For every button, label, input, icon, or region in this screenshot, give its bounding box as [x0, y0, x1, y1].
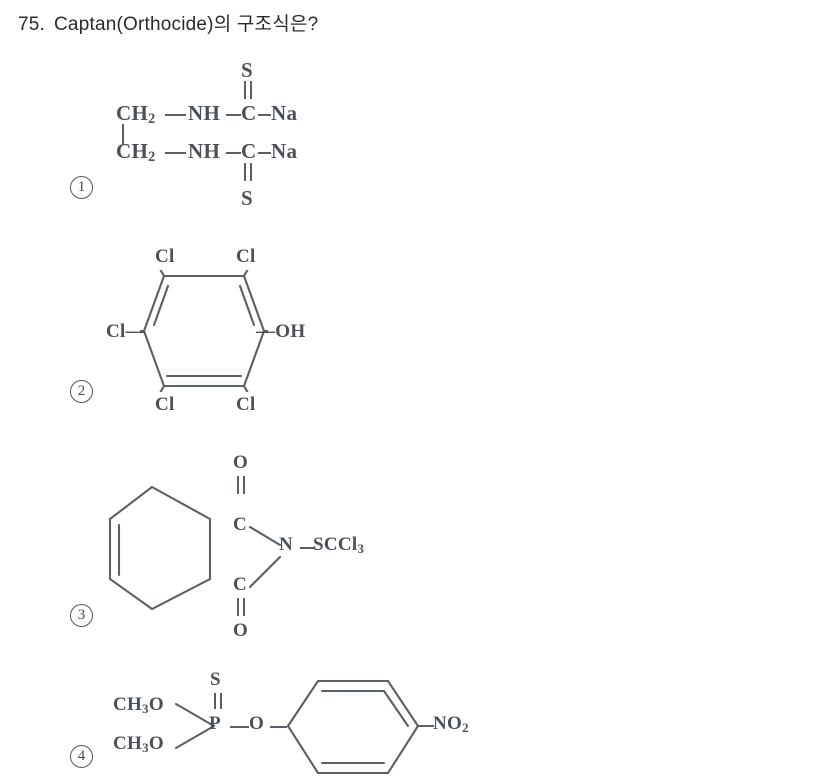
- double-bond-s-c-bottom-a: [244, 163, 246, 181]
- question-text: Captan(Orthocide)의 구조식은?: [54, 14, 319, 35]
- label-nh-bottom: NH: [188, 139, 221, 163]
- label-no2: NO2: [433, 713, 469, 735]
- label-p: P: [209, 713, 221, 734]
- question-number: 75.: [18, 14, 46, 35]
- label-c-top: C: [241, 101, 257, 125]
- page-title: 75. Captan(Orthocide)의 구조식은?: [18, 9, 318, 36]
- bond-ring-no2: [418, 725, 434, 727]
- label-ch3o-top: CH3O: [113, 694, 164, 716]
- bond-c-na-bottom: [258, 152, 271, 154]
- bond-nh-c-bottom: [226, 152, 241, 154]
- label-nh-top: NH: [188, 101, 221, 125]
- bonds-ch3o-to-p: [174, 700, 222, 752]
- label-na-bottom: Na: [271, 139, 298, 163]
- benzene-ring-option-2: [140, 270, 268, 392]
- bond-nh-c-top: [226, 114, 241, 116]
- label-cl-left: Cl—: [106, 321, 145, 342]
- label-ch2-bottom: CH2: [116, 139, 156, 166]
- label-o-top: O: [233, 452, 249, 473]
- double-bond-o-c-bottom-b: [243, 598, 245, 616]
- label-c-top-option3: C: [233, 514, 248, 535]
- label-cl-top-left: Cl: [155, 246, 175, 267]
- option-marker-4[interactable]: 4: [70, 745, 93, 768]
- label-o-link: O: [249, 713, 265, 734]
- option-marker-3[interactable]: 3: [70, 604, 93, 627]
- double-bond-s-p-b: [220, 693, 222, 709]
- benzene-ring-option-4: [286, 679, 420, 779]
- double-bond-o-c-top-b: [243, 476, 245, 494]
- double-bond-o-c-bottom-a: [237, 598, 239, 616]
- label-ch3o-bottom: CH3O: [113, 733, 164, 755]
- bond-o-ring: [270, 726, 287, 728]
- double-bond-s-p-a: [214, 693, 216, 709]
- label-cl-top-right: Cl: [236, 246, 256, 267]
- imide-ring-option-3: [204, 495, 314, 603]
- double-bond-s-c-top-a: [244, 81, 246, 99]
- label-s-option4: S: [210, 669, 221, 690]
- double-bond-o-c-top-a: [237, 476, 239, 494]
- bond-n-s: [300, 547, 314, 549]
- option-marker-2[interactable]: 2: [70, 380, 93, 403]
- bond-ch2-nh-bottom: [165, 152, 186, 154]
- label-c-bottom: C: [241, 139, 257, 163]
- bond-ch2-nh-top: [165, 114, 186, 116]
- label-na-top: Na: [271, 101, 298, 125]
- label-ch2-top: CH2: [116, 101, 156, 128]
- label-cl-bottom-left: Cl: [155, 394, 175, 415]
- cyclohexene-ring-option-3: [104, 483, 234, 613]
- label-n-option3: N: [279, 534, 294, 555]
- bond-c-na-top: [258, 114, 271, 116]
- label-oh-right: —OH: [256, 321, 306, 342]
- label-s-bottom: S: [241, 186, 253, 210]
- double-bond-s-c-bottom-b: [250, 163, 252, 181]
- double-bond-s-c-top-b: [250, 81, 252, 99]
- label-cl-bottom-right: Cl: [236, 394, 256, 415]
- bond-ch2-ch2: [122, 124, 124, 144]
- label-c-bottom-option3: C: [233, 574, 248, 595]
- label-s-top: S: [241, 58, 253, 82]
- option-marker-1[interactable]: 1: [70, 176, 93, 199]
- label-sccl3: SCCl3: [313, 534, 365, 556]
- label-o-bottom: O: [233, 620, 249, 641]
- bond-p-o: [230, 726, 249, 728]
